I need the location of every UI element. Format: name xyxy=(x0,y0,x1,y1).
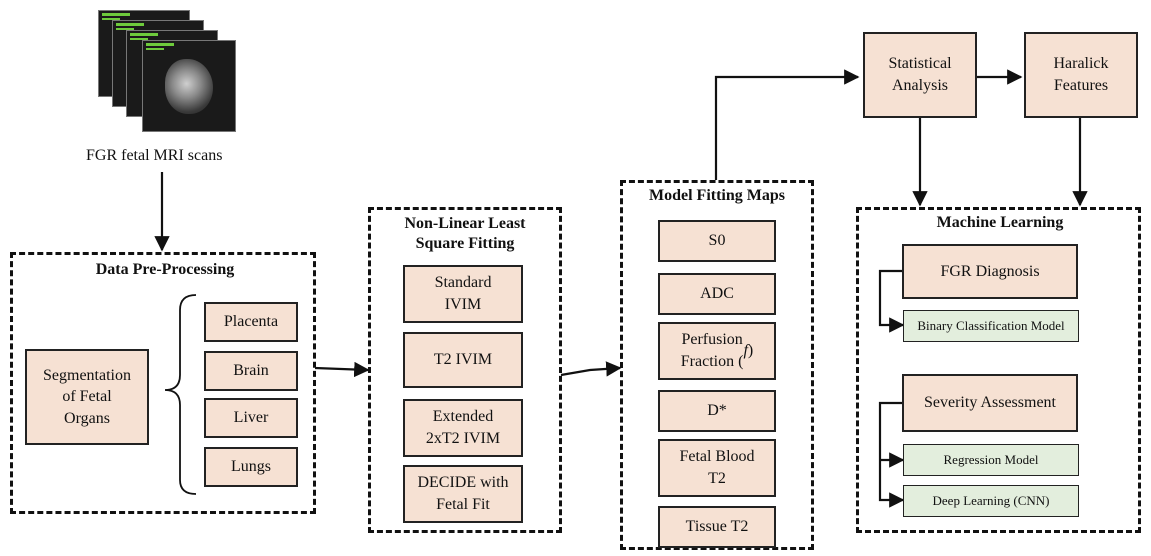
mri-scan-image xyxy=(142,40,236,132)
map-fetal-blood-t2: Fetal Blood T2 xyxy=(658,439,776,497)
arrow-preprocessing-to-fitting xyxy=(314,361,370,378)
organs-brace xyxy=(164,294,197,495)
maps-panel xyxy=(620,180,814,550)
fitting-panel xyxy=(368,207,562,533)
arrow-diagnosis-to-binary xyxy=(878,269,905,333)
organ-lungs: Lungs xyxy=(204,447,298,487)
organ-placenta: Placenta xyxy=(204,302,298,342)
organ-brain: Brain xyxy=(204,351,298,391)
ml-title: Machine Learning xyxy=(910,213,1090,233)
fgr-diagnosis-box: FGR Diagnosis xyxy=(902,244,1078,299)
haralick-features-box: Haralick Features xyxy=(1024,32,1138,118)
severity-assessment-box: Severity Assessment xyxy=(902,374,1078,432)
map-tissue-t2: Tissue T2 xyxy=(658,506,776,548)
mri-scan-stack xyxy=(98,10,238,132)
maps-title: Model Fitting Maps xyxy=(630,186,804,206)
organ-liver: Liver xyxy=(204,398,298,438)
fitting-title: Non-Linear Least Square Fitting xyxy=(378,214,552,254)
arrow-severity-to-deep xyxy=(878,401,905,508)
map-s0: S0 xyxy=(658,220,776,262)
segmentation-box: Segmentation of Fetal Organs xyxy=(25,349,149,445)
regression-model-box: Regression Model xyxy=(903,444,1079,476)
deep-learning-box: Deep Learning (CNN) xyxy=(903,485,1079,517)
arrow-fitting-to-maps xyxy=(560,361,622,377)
method-standard-ivim: Standard IVIM xyxy=(403,265,523,323)
ml-panel xyxy=(856,207,1141,533)
map-d-star: D* xyxy=(658,390,776,432)
scans-caption: FGR fetal MRI scans xyxy=(86,147,223,164)
method-decide-fetal-fit: DECIDE with Fetal Fit xyxy=(403,465,523,523)
map-adc: ADC xyxy=(658,273,776,315)
binary-classification-box: Binary Classification Model xyxy=(903,310,1079,342)
method-t2-ivim: T2 IVIM xyxy=(403,332,523,388)
arrow-maps-to-statistical xyxy=(714,69,860,180)
statistical-analysis-box: Statistical Analysis xyxy=(863,32,977,118)
preprocessing-panel xyxy=(10,252,316,514)
method-extended-2xt2-ivim: Extended 2xT2 IVIM xyxy=(403,399,523,457)
preprocessing-title: Data Pre-Processing xyxy=(85,260,245,280)
